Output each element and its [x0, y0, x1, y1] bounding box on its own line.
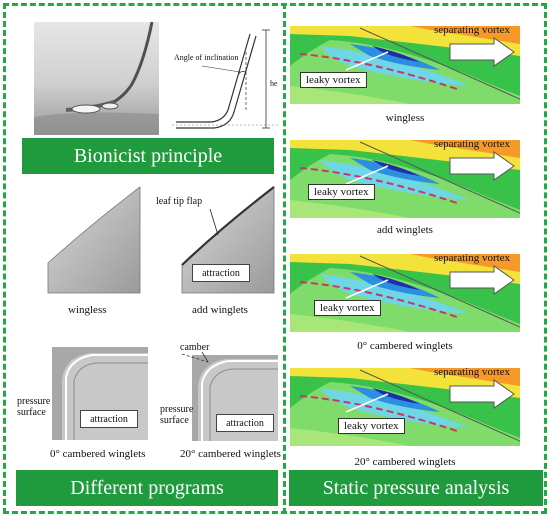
pressure-contour-panel — [290, 368, 520, 446]
separating-vortex-label: separating vortex — [434, 252, 511, 264]
bionic-photo — [34, 22, 159, 135]
inclination-diagram: Angle of inclination he — [162, 22, 282, 135]
leaf-tip-label: leaf tip flap — [156, 196, 203, 207]
angle-label: Angle of inclination — [174, 53, 239, 62]
leaky-vortex-label: leaky vortex — [314, 300, 381, 316]
leaky-vortex-label: leaky vortex — [300, 72, 367, 88]
pressure-surface-label-20: pressure surface — [160, 404, 194, 426]
wingless-blade — [40, 185, 146, 295]
cambered-0-caption: 0° cambered winglets — [50, 448, 146, 460]
pressure-contour-panel — [290, 26, 520, 104]
pressure-surface-label-0: pressure surface — [17, 396, 51, 418]
contour-caption: wingless — [385, 112, 425, 124]
analysis-title: Static pressure analysis — [289, 470, 543, 506]
height-label: he — [270, 79, 278, 88]
outer-frame — [3, 3, 547, 514]
camber-label: camber — [180, 342, 210, 353]
principle-title: Bionicist principle — [22, 138, 274, 174]
separating-vortex-label: separating vortex — [434, 24, 511, 36]
contour-caption: 20° cambered winglets — [354, 456, 456, 468]
programs-title: Different programs — [16, 470, 278, 506]
cambered-20-caption: 20° cambered winglets — [180, 448, 281, 460]
attraction-label-20: attraction — [216, 414, 274, 432]
leaky-vortex-label: leaky vortex — [338, 418, 405, 434]
contour-caption: add winglets — [377, 224, 433, 236]
separating-vortex-label: separating vortex — [434, 366, 511, 378]
winglets-caption: add winglets — [192, 304, 248, 316]
leaky-vortex-label: leaky vortex — [308, 184, 375, 200]
camber-arrow — [181, 351, 209, 363]
attraction-label-winglet: attraction — [192, 264, 250, 282]
separating-vortex-label: separating vortex — [434, 138, 511, 150]
wingless-caption: wingless — [68, 304, 107, 316]
column-divider — [283, 3, 286, 514]
pressure-contour-panel — [290, 140, 520, 218]
pressure-contour-panel — [290, 254, 520, 332]
attraction-label-0: attraction — [80, 410, 138, 428]
contour-caption: 0° cambered winglets — [357, 340, 453, 352]
